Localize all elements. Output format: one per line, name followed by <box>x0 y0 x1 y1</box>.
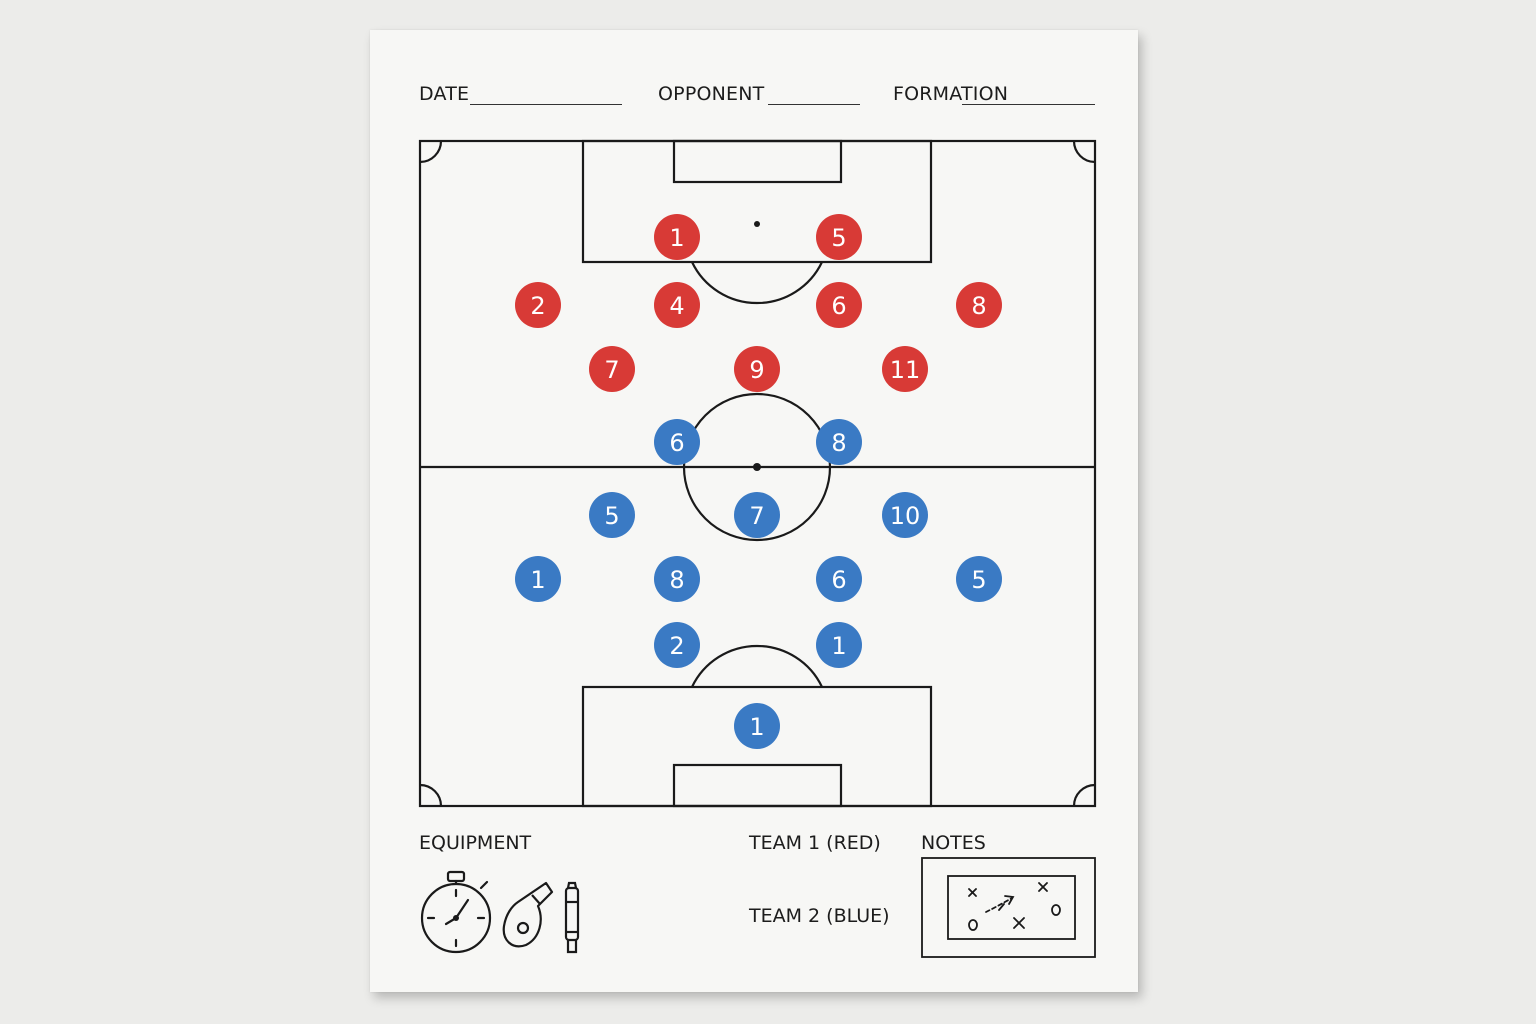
blue-player-circle <box>734 703 780 749</box>
red-player-number: 2 <box>530 292 545 320</box>
blue-player-circle <box>816 622 862 668</box>
center-circle <box>682 392 832 542</box>
red-player-circle <box>654 282 700 328</box>
blue-player-token[interactable]: 8 <box>654 556 700 602</box>
red-player-number: 4 <box>669 292 684 320</box>
red-player-circle <box>734 346 780 392</box>
top-goal-box <box>672 139 843 184</box>
red-player-token[interactable]: 2 <box>515 282 561 328</box>
blue-player-number: 1 <box>530 566 545 594</box>
red-player-number: 6 <box>831 292 846 320</box>
blue-player-number: 5 <box>971 566 986 594</box>
red-player-circle <box>816 214 862 260</box>
red-player-token[interactable]: 4 <box>654 282 700 328</box>
blue-player-token[interactable]: 6 <box>654 419 700 465</box>
blue-player-token[interactable]: 1 <box>816 622 862 668</box>
team2-label: TEAM 2 (BLUE) <box>749 905 890 927</box>
corner-arc-top-left <box>419 140 443 164</box>
tactics-board-icon <box>947 875 1076 940</box>
notes-label: NOTES <box>921 832 986 854</box>
red-player-number: 9 <box>749 356 764 384</box>
blue-player-number: 10 <box>890 502 921 530</box>
team1-label: TEAM 1 (RED) <box>749 832 881 854</box>
pitch-lines <box>418 139 1097 808</box>
marker-icon <box>564 881 580 954</box>
red-player-token[interactable]: 9 <box>734 346 780 392</box>
blue-player-number: 7 <box>749 502 764 530</box>
center-spot <box>753 463 761 471</box>
red-player-circle <box>589 346 635 392</box>
blue-player-token[interactable]: 5 <box>956 556 1002 602</box>
blue-player-token[interactable]: 8 <box>816 419 862 465</box>
blue-player-circle <box>654 622 700 668</box>
red-player-token[interactable]: 1 <box>654 214 700 260</box>
penalty-spot <box>754 221 760 227</box>
red-player-number: 11 <box>890 356 921 384</box>
blue-player-circle <box>734 492 780 538</box>
red-player-circle <box>654 214 700 260</box>
blue-player-token[interactable]: 2 <box>654 622 700 668</box>
blue-player-token[interactable]: 7 <box>734 492 780 538</box>
red-player-token[interactable]: 5 <box>816 214 862 260</box>
blue-player-number: 6 <box>669 429 684 457</box>
stopwatch-icon <box>420 870 492 954</box>
blue-player-circle <box>654 419 700 465</box>
red-player-token[interactable]: 6 <box>816 282 862 328</box>
blue-player-number: 5 <box>604 502 619 530</box>
blue-player-circle <box>589 492 635 538</box>
blue-player-token[interactable]: 1 <box>515 556 561 602</box>
red-player-circle <box>515 282 561 328</box>
date-input-line[interactable] <box>470 104 622 105</box>
blue-player-number: 8 <box>831 429 846 457</box>
opponent-label: OPPONENT <box>658 83 765 105</box>
top-penalty-arc <box>691 261 823 305</box>
blue-player-circle <box>956 556 1002 602</box>
blue-player-circle <box>654 556 700 602</box>
red-player-token[interactable]: 11 <box>882 346 928 392</box>
red-player-number: 8 <box>971 292 986 320</box>
formation-input-line[interactable] <box>962 104 1095 105</box>
corner-arc-bottom-left <box>419 783 443 807</box>
whistle-icon <box>502 881 554 948</box>
blue-player-token[interactable]: 10 <box>882 492 928 538</box>
top-penalty-box <box>581 139 933 264</box>
red-player-circle <box>816 282 862 328</box>
blue-player-circle <box>816 419 862 465</box>
red-player-number: 7 <box>604 356 619 384</box>
bottom-goal-box <box>672 763 843 808</box>
blue-player-circle <box>816 556 862 602</box>
bottom-penalty-arc <box>691 644 823 688</box>
blue-player-circle <box>882 492 928 538</box>
corner-arc-top-right <box>1072 140 1096 164</box>
blue-player-number: 2 <box>669 632 684 660</box>
notes-box[interactable] <box>921 857 1096 958</box>
opponent-input-line[interactable] <box>768 104 860 105</box>
stopwatch-pivot <box>453 915 459 921</box>
red-player-token[interactable]: 7 <box>589 346 635 392</box>
blue-player-number: 1 <box>749 713 764 741</box>
formation-label: FORMATION <box>893 83 1009 105</box>
red-player-circle <box>956 282 1002 328</box>
equipment-label: EQUIPMENT <box>419 832 532 854</box>
red-player-circle <box>882 346 928 392</box>
blue-player-token[interactable]: 6 <box>816 556 862 602</box>
blue-player-number: 1 <box>831 632 846 660</box>
red-player-number: 5 <box>831 224 846 252</box>
date-label: DATE <box>419 83 470 105</box>
blue-player-number: 6 <box>831 566 846 594</box>
blue-player-circle <box>515 556 561 602</box>
corner-arc-bottom-right <box>1072 783 1096 807</box>
blue-player-token[interactable]: 5 <box>589 492 635 538</box>
red-player-token[interactable]: 8 <box>956 282 1002 328</box>
blue-player-number: 8 <box>669 566 684 594</box>
blue-player-token[interactable]: 1 <box>734 703 780 749</box>
red-player-number: 1 <box>669 224 684 252</box>
